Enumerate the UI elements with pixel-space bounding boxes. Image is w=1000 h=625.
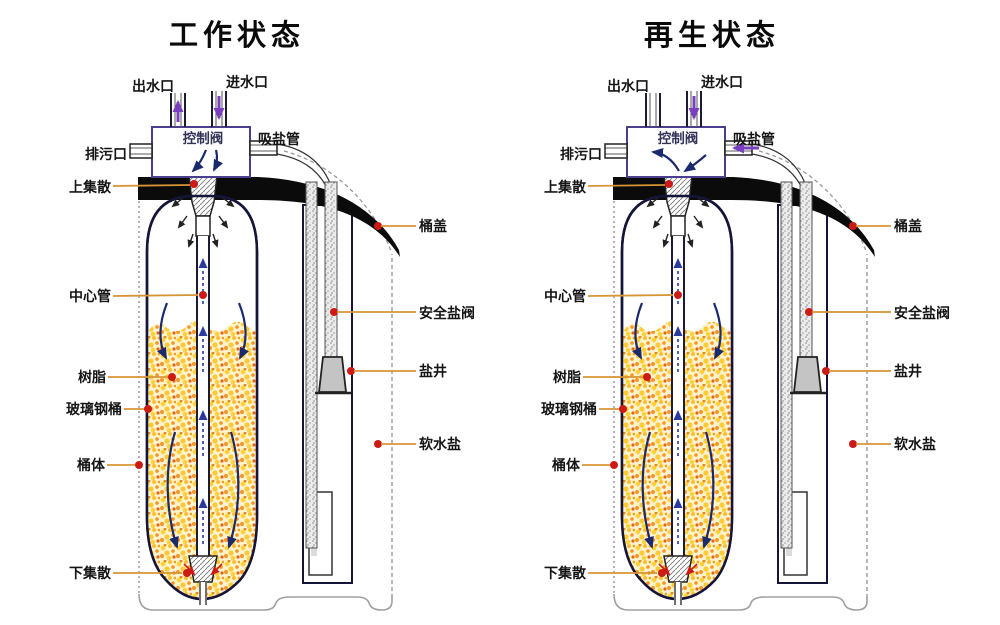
marker-dot [135, 461, 143, 469]
label-center-pipe: 中心管 [544, 288, 586, 304]
label-drain: 排污口 [85, 146, 127, 162]
drain-port [604, 143, 628, 159]
label-outlet: 出水口 [607, 78, 649, 94]
leader-line [112, 184, 191, 187]
label-safety-salt-valve: 安全盐阀 [894, 305, 950, 321]
marker-dot [374, 440, 382, 448]
label-resin: 树脂 [553, 369, 581, 385]
label-soft-water-salt: 软水盐 [894, 436, 936, 452]
label-soft-water-salt: 软水盐 [419, 436, 461, 452]
diagram-working-state: 工作状态 出水口 进水口 控制阀 排污口 吸盐管 上集散 中心管 树脂 玻璃钢桶… [66, 19, 475, 611]
marker-dot [144, 405, 152, 413]
label-center-pipe: 中心管 [69, 288, 111, 304]
safety-valve-float [317, 356, 348, 393]
label-control-valve: 控制阀 [183, 130, 224, 146]
label-lower-distributor: 下集散 [544, 565, 587, 581]
label-upper-distributor: 上集散 [544, 179, 587, 195]
label-lower-distributor: 下集散 [69, 565, 112, 581]
lower-distributor-shape [183, 555, 223, 606]
label-salt-well: 盐井 [894, 363, 922, 379]
marker-dot [665, 180, 673, 188]
label-tank-lid: 桶盖 [894, 218, 922, 234]
label-upper-distributor: 上集散 [69, 179, 112, 195]
marker-dot [330, 308, 338, 316]
label-salt-pipe: 吸盐管 [258, 131, 300, 147]
marker-dot [658, 569, 666, 577]
leader-line [112, 294, 199, 297]
label-resin: 树脂 [78, 369, 106, 385]
drain-port [129, 143, 153, 159]
leader-line [587, 294, 674, 297]
labels: 再生状态 出水口 进水口 控制阀 排污口 吸盐管 上集散 中心管 树脂 玻璃钢桶… [541, 19, 950, 581]
brine-pickup-tube [780, 181, 793, 549]
marker-dot [168, 373, 176, 381]
safety-valve-float [792, 356, 823, 393]
salt-suction-tube [799, 181, 813, 359]
marker-dot [619, 405, 627, 413]
outlet-pipe [645, 93, 661, 127]
flow-arrows [157, 302, 249, 549]
label-tank-body: 桶体 [552, 457, 581, 473]
marker-dot [347, 367, 355, 375]
leader-lines-and-dots [582, 180, 891, 577]
label-outlet: 出水口 [132, 78, 174, 94]
marker-dot [674, 291, 682, 299]
label-safety-salt-valve: 安全盐阀 [419, 305, 475, 321]
outlet-pipe [170, 93, 186, 127]
flow-arrows [632, 302, 724, 549]
label-tank-lid: 桶盖 [419, 218, 447, 234]
control-valve [604, 91, 759, 178]
diagram-regeneration-state: 再生状态 出水口 进水口 控制阀 排污口 吸盐管 上集散 中心管 树脂 玻璃钢桶… [541, 19, 950, 611]
marker-dot [183, 569, 191, 577]
center-pipe-shape [196, 236, 210, 556]
salt-suction-tube [324, 181, 338, 359]
label-frp-tank: 玻璃钢桶 [66, 401, 122, 417]
marker-dot [643, 373, 651, 381]
marker-dot [849, 440, 857, 448]
label-salt-pipe: 吸盐管 [733, 131, 775, 147]
label-salt-well: 盐井 [419, 363, 447, 379]
marker-dot [849, 222, 857, 230]
brine-pickup-tube [305, 181, 318, 549]
marker-dot [822, 367, 830, 375]
label-tank-body: 桶体 [77, 457, 106, 473]
marker-dot [805, 308, 813, 316]
diagram-title: 工作状态 [169, 19, 305, 52]
leader-lines-and-dots [107, 180, 416, 577]
label-control-valve: 控制阀 [658, 130, 699, 146]
marker-dot [610, 461, 618, 469]
lower-distributor-shape [658, 555, 698, 606]
label-frp-tank: 玻璃钢桶 [541, 401, 597, 417]
label-inlet: 进水口 [701, 74, 743, 90]
control-valve [129, 91, 278, 178]
diagram-title: 再生状态 [644, 19, 780, 52]
labels: 工作状态 出水口 进水口 控制阀 排污口 吸盐管 上集散 中心管 树脂 玻璃钢桶… [66, 19, 475, 581]
marker-dot [199, 291, 207, 299]
label-inlet: 进水口 [226, 74, 268, 90]
leader-line [587, 184, 666, 187]
label-drain: 排污口 [560, 146, 602, 162]
salt-port [249, 140, 278, 156]
center-pipe-shape [671, 236, 685, 556]
marker-dot [190, 180, 198, 188]
marker-dot [374, 222, 382, 230]
